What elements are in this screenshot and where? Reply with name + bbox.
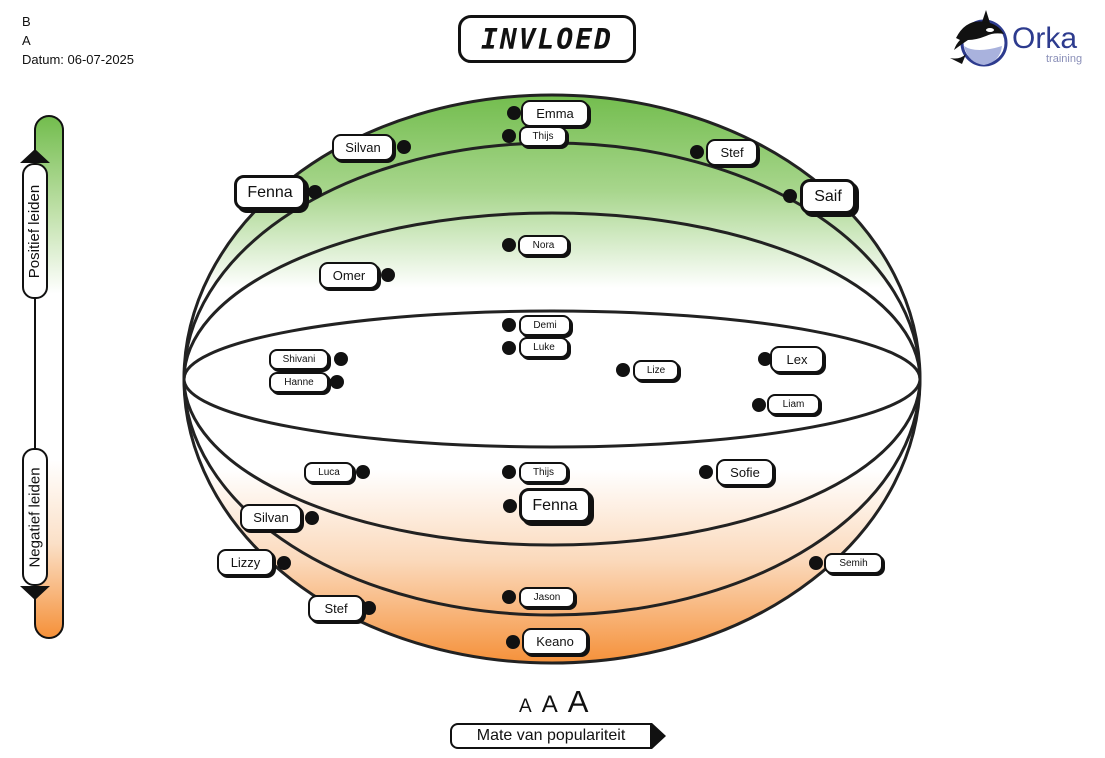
page-title: INVLOED [458, 15, 636, 63]
person-dot [752, 398, 766, 412]
person-dot [381, 268, 395, 282]
person-label: Jason [519, 587, 575, 608]
person-dot [809, 556, 823, 570]
person-dot [502, 341, 516, 355]
person-label: Emma [521, 100, 589, 127]
legend-medium: A [541, 691, 558, 718]
person-dot [506, 635, 520, 649]
person-label: Stef [706, 139, 758, 166]
header-line-2: A [22, 33, 31, 48]
person-label: Luke [519, 337, 569, 358]
person-label: Luca [304, 462, 354, 483]
orca-icon [950, 10, 1008, 67]
person-dot [616, 363, 630, 377]
sphere-arc-top-inner [182, 211, 922, 380]
header-line-1: B [22, 14, 31, 29]
person-dot [502, 238, 516, 252]
person-label: Fenna [234, 175, 306, 210]
arrow-down-icon [20, 586, 50, 600]
negative-leading-label: Negatief leiden [22, 448, 48, 586]
person-dot [277, 556, 291, 570]
person-label: Liam [767, 394, 820, 415]
header-info: B A Datum: 06-07-2025 [22, 12, 134, 69]
person-dot [690, 145, 704, 159]
person-dot [503, 499, 517, 513]
person-dot [758, 352, 772, 366]
person-dot [362, 601, 376, 615]
person-dot [502, 129, 516, 143]
person-dot [507, 106, 521, 120]
legend-large: A [567, 684, 589, 719]
person-label: Thijs [519, 462, 568, 483]
person-label: Keano [522, 628, 588, 655]
header-date: Datum: 06-07-2025 [22, 52, 135, 67]
person-dot [502, 590, 516, 604]
person-dot [502, 465, 516, 479]
size-legend: A A A [519, 684, 588, 720]
person-label: Omer [319, 262, 379, 289]
person-dot [334, 352, 348, 366]
logo-sub: training [1046, 53, 1083, 65]
person-dot [330, 375, 344, 389]
person-dot [502, 318, 516, 332]
legend-small: A [519, 696, 532, 717]
person-dot [356, 465, 370, 479]
person-label: Fenna [519, 488, 591, 523]
orka-logo: Orka training [946, 10, 1091, 70]
person-label: Sofie [716, 459, 774, 486]
person-dot [305, 511, 319, 525]
person-label: Silvan [240, 504, 302, 531]
person-label: Silvan [332, 134, 394, 161]
popularity-axis-label: Mate van populariteit [450, 723, 652, 749]
page-title-text: INVLOED [480, 22, 613, 56]
person-label: Lizzy [217, 549, 274, 576]
person-label: Hanne [269, 372, 329, 393]
logo-brand: Orka [1012, 22, 1078, 55]
person-label: Nora [518, 235, 569, 256]
person-label: Shivani [269, 349, 329, 370]
person-label: Saif [800, 179, 856, 214]
person-label: Lize [633, 360, 679, 381]
person-label: Stef [308, 595, 364, 622]
person-dot [699, 465, 713, 479]
sphere-arc-bottom-inner [182, 378, 922, 547]
person-label: Demi [519, 315, 571, 336]
positive-leading-label: Positief leiden [22, 163, 48, 299]
sphere-arc-bottom-outer [182, 378, 922, 617]
person-label: Thijs [519, 126, 567, 147]
arrow-right-icon [652, 723, 666, 749]
person-label: Semih [824, 553, 883, 574]
person-dot [397, 140, 411, 154]
person-dot [308, 185, 322, 199]
person-label: Lex [770, 346, 824, 373]
arrow-up-icon [20, 149, 50, 163]
person-dot [783, 189, 797, 203]
